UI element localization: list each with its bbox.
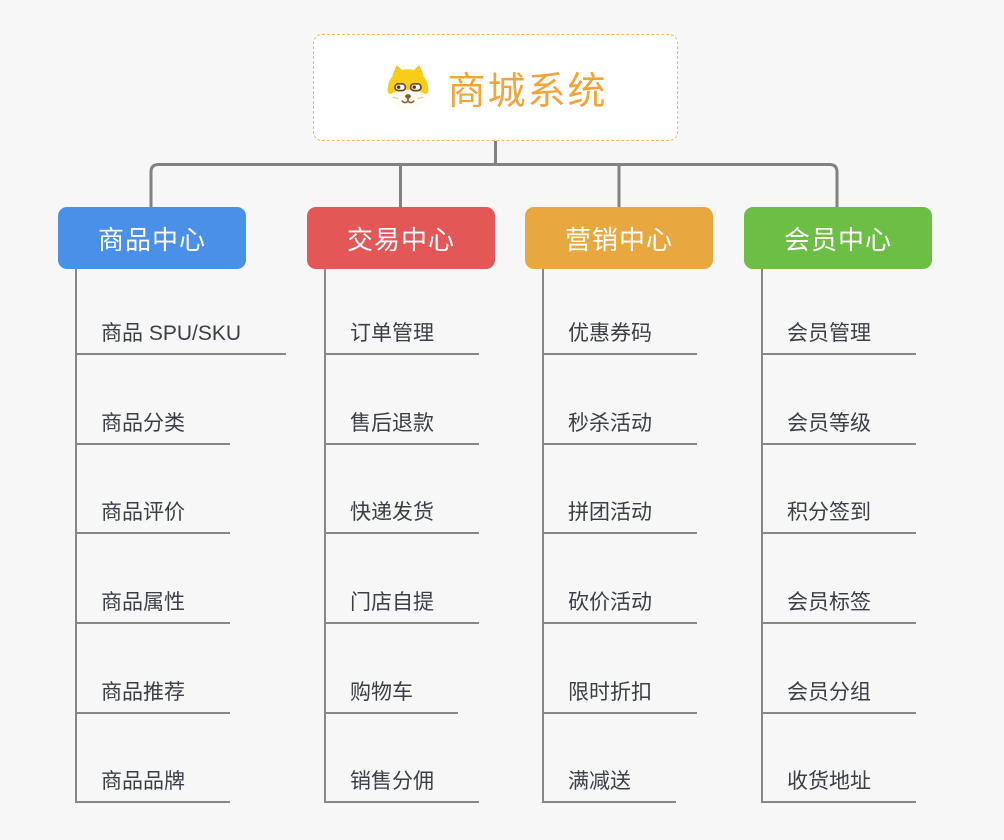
sub-topic-label: 商品属性 — [101, 591, 185, 615]
sub-topic[interactable]: 商品推荐 — [75, 624, 230, 714]
branch-member-center: 会员中心 会员管理 会员等级 积分签到 会员标签 会员分组 收货地址 — [744, 207, 1004, 804]
sub-topic-label: 售后退款 — [350, 411, 434, 435]
sub-topic-label: 收货地址 — [787, 770, 871, 794]
sub-topic[interactable]: 满减送 — [542, 714, 676, 804]
sub-topic[interactable]: 商品分类 — [75, 355, 230, 445]
shiba-dog-icon — [387, 64, 430, 111]
branch-product-center: 商品中心 商品 SPU/SKU 商品分类 商品评价 商品属性 商品推荐 商品品牌 — [58, 207, 318, 804]
sub-topic[interactable]: 门店自提 — [324, 534, 479, 625]
sub-topic[interactable]: 购物车 — [324, 624, 458, 714]
sub-topic-label: 购物车 — [350, 680, 413, 704]
sub-topic[interactable]: 商品 SPU/SKU — [75, 269, 287, 355]
branch-items-product-center: 商品 SPU/SKU 商品分类 商品评价 商品属性 商品推荐 商品品牌 — [75, 269, 287, 804]
sub-topic-label: 商品推荐 — [101, 680, 185, 704]
branch-trunk-line — [324, 269, 326, 803]
branch-header-marketing-center[interactable]: 营销中心 — [525, 207, 713, 269]
sub-topic[interactable]: 砍价活动 — [542, 534, 697, 625]
sub-topic[interactable]: 会员管理 — [761, 269, 916, 355]
sub-topic[interactable]: 售后退款 — [324, 355, 479, 445]
branch-trunk-line — [542, 269, 544, 803]
sub-topic-label: 订单管理 — [350, 322, 434, 345]
sub-topic-label: 积分签到 — [787, 501, 871, 525]
sub-topic-label: 优惠券码 — [568, 322, 652, 345]
sub-topic[interactable]: 商品属性 — [75, 534, 230, 625]
sub-topic[interactable]: 商品评价 — [75, 445, 230, 535]
sub-topic-label: 商品评价 — [101, 501, 185, 525]
sub-topic-label: 满减送 — [568, 770, 631, 794]
sub-topic-label: 销售分佣 — [350, 770, 434, 794]
branch-trunk-line — [761, 269, 763, 803]
sub-topic-label: 会员标签 — [787, 591, 871, 615]
branch-rail-line — [149, 163, 839, 207]
sub-topic-label: 限时折扣 — [568, 680, 652, 704]
sub-topic[interactable]: 会员标签 — [761, 534, 916, 625]
sub-topic[interactable]: 订单管理 — [324, 269, 479, 355]
sub-topic-label: 拼团活动 — [568, 501, 652, 525]
sub-topic-label: 快递发货 — [350, 501, 434, 525]
sub-topic-label: 砍价活动 — [568, 591, 652, 615]
sub-topic-label: 会员分组 — [787, 680, 871, 704]
sub-topic[interactable]: 积分签到 — [761, 445, 916, 535]
sub-topic[interactable]: 限时折扣 — [542, 624, 697, 714]
branch-header-member-center[interactable]: 会员中心 — [744, 207, 932, 269]
branch-items-trade-center: 订单管理 售后退款 快递发货 门店自提 购物车 销售分佣 — [324, 269, 479, 804]
sub-topic[interactable]: 销售分佣 — [324, 714, 479, 804]
root-topic[interactable]: 商城系统 — [313, 34, 678, 141]
sub-topic[interactable]: 收货地址 — [761, 714, 916, 804]
root-topic-title: 商城系统 — [447, 71, 608, 113]
sub-topic-label: 会员等级 — [787, 411, 871, 435]
branch-header-product-center[interactable]: 商品中心 — [58, 207, 246, 269]
sub-topic[interactable]: 会员分组 — [761, 624, 916, 714]
sub-topic-label: 商品品牌 — [101, 770, 185, 794]
sub-topic-label: 商品分类 — [101, 411, 185, 435]
branch-items-marketing-center: 优惠券码 秒杀活动 拼团活动 砍价活动 限时折扣 满减送 — [542, 269, 697, 804]
branch-header-trade-center[interactable]: 交易中心 — [307, 207, 495, 269]
sub-topic-label: 会员管理 — [787, 322, 871, 345]
sub-topic[interactable]: 会员等级 — [761, 355, 916, 445]
branch-items-member-center: 会员管理 会员等级 积分签到 会员标签 会员分组 收货地址 — [761, 269, 916, 804]
sub-topic-label: 门店自提 — [350, 591, 434, 615]
sub-topic[interactable]: 商品品牌 — [75, 714, 230, 804]
sub-topic-label: 秒杀活动 — [568, 411, 652, 435]
branch-marketing-center: 营销中心 优惠券码 秒杀活动 拼团活动 砍价活动 限时折扣 满减送 — [525, 207, 785, 804]
sub-topic[interactable]: 拼团活动 — [542, 445, 697, 535]
sub-topic[interactable]: 秒杀活动 — [542, 355, 697, 445]
sub-topic[interactable]: 快递发货 — [324, 445, 479, 535]
sub-topic-label: 商品 SPU/SKU — [101, 322, 242, 345]
sub-topic[interactable]: 优惠券码 — [542, 269, 697, 355]
branch-trunk-line — [75, 269, 77, 803]
branch-trade-center: 交易中心 订单管理 售后退款 快递发货 门店自提 购物车 销售分佣 — [307, 207, 567, 804]
